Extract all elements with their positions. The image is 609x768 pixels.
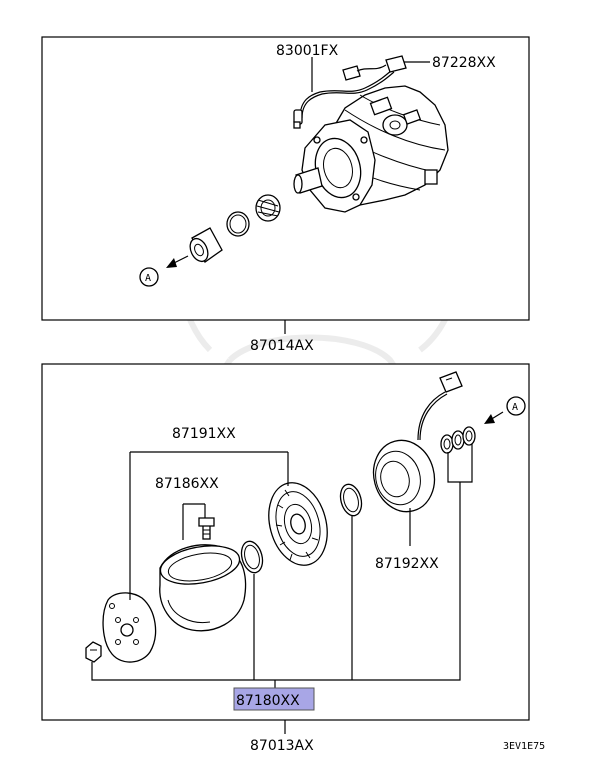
bolt-87186xx[interactable] (198, 517, 215, 540)
connector-87228xx[interactable] (342, 55, 407, 81)
part-label-87013ax[interactable]: 87013AX (250, 738, 314, 754)
shim-set[interactable] (440, 426, 476, 454)
harness-83001fx[interactable] (293, 69, 395, 129)
armature-rotor[interactable] (157, 540, 247, 632)
pulley-87191xx[interactable] (260, 476, 336, 572)
shaft-seal-spring[interactable] (255, 194, 281, 222)
part-label-83001fx[interactable]: 83001FX (276, 43, 339, 59)
rotor-snap-ring[interactable] (238, 539, 266, 575)
compressor-unit[interactable] (293, 85, 449, 213)
drive-plate[interactable] (102, 592, 157, 663)
reference-label-a-top: A (145, 273, 151, 284)
reference-arrow-a-top (139, 255, 189, 287)
reference-label-a-bottom: A (512, 402, 518, 413)
part-highlight-87180xx (233, 687, 315, 711)
part-label-87228xx[interactable]: 87228XX (432, 55, 496, 71)
diagram-code: 3EV1E75 (503, 741, 545, 752)
center-nut[interactable] (85, 641, 102, 663)
field-coil-87192xx[interactable] (366, 371, 463, 519)
pulley-snap-ring[interactable] (337, 482, 365, 518)
part-label-87191xx[interactable]: 87191XX (172, 426, 236, 442)
part-label-87186xx[interactable]: 87186XX (155, 476, 219, 492)
shaft-seal-sleeve[interactable] (187, 227, 223, 264)
shaft-snap-ring[interactable] (226, 211, 250, 237)
part-label-87180xx[interactable]: 87180XX (236, 693, 300, 709)
upper-assembly-frame (41, 36, 530, 321)
part-label-87014ax[interactable]: 87014AX (250, 338, 314, 354)
reference-arrow-a-bottom (484, 396, 526, 424)
part-label-87192xx[interactable]: 87192XX (375, 556, 439, 572)
